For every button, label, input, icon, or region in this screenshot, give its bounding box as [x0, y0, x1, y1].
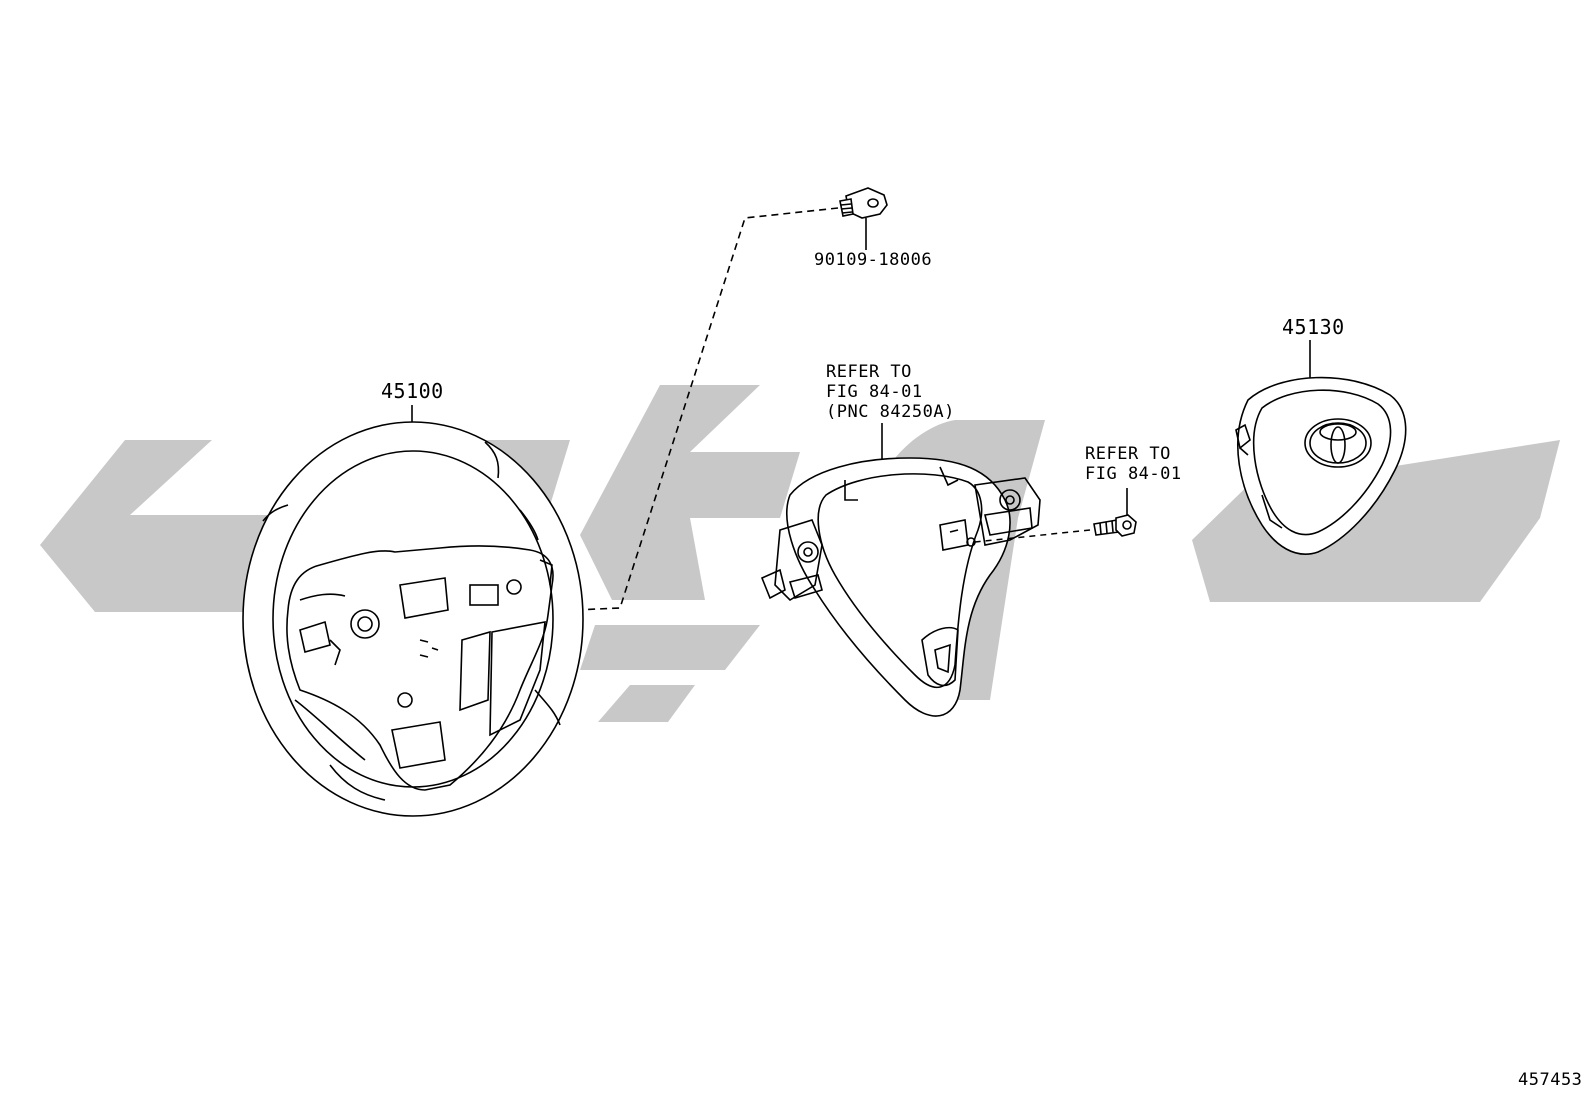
switch-cover-assembly-part[interactable]	[760, 423, 1041, 717]
toyota-emblem-icon	[1304, 418, 1372, 468]
screw-reference-note[interactable]: REFER TO FIG 84-01	[1085, 444, 1182, 484]
steering-wheel-part[interactable]	[242, 405, 584, 817]
screw-leader-dashed-line	[974, 529, 1091, 543]
screw-ref-line: FIG 84-01	[1085, 464, 1182, 484]
switch-ref-line: (PNC 84250A)	[826, 402, 955, 422]
switch-reference-note[interactable]: REFER TO FIG 84-01 (PNC 84250A)	[826, 362, 955, 422]
illustration-id: 457453	[1518, 1070, 1583, 1090]
airbag-part-number[interactable]: 45130	[1282, 315, 1345, 339]
airbag-part[interactable]	[1235, 340, 1407, 555]
switch-ref-line: REFER TO	[826, 362, 912, 382]
steering-wheel-part-number[interactable]: 45100	[381, 379, 444, 403]
screw-part[interactable]	[1093, 488, 1137, 537]
switch-ref-line: FIG 84-01	[826, 382, 923, 402]
bolt-part-number[interactable]: 90109-18006	[814, 250, 933, 270]
bolt-part[interactable]	[839, 187, 888, 250]
screw-ref-line: REFER TO	[1085, 444, 1171, 464]
